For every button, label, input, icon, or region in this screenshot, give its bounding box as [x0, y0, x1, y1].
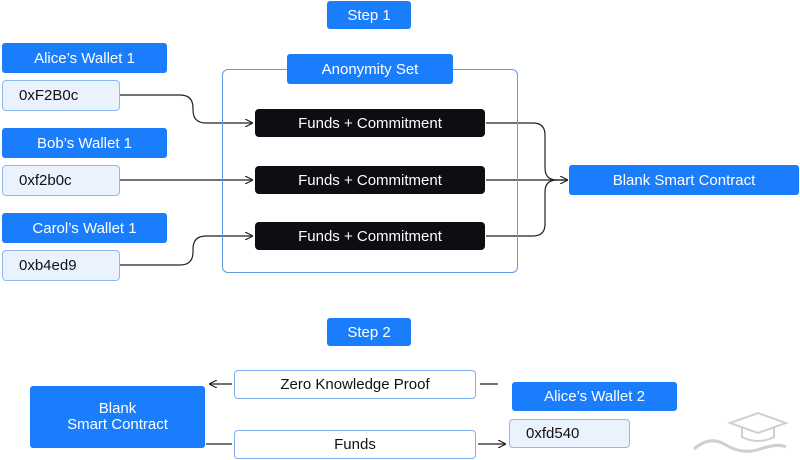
watermark-logo — [690, 405, 790, 455]
step2-label: Step 2 — [327, 318, 411, 346]
funds-commitment-2: Funds + Commitment — [255, 166, 485, 194]
alice-wallet-1-address: 0xF2B0c — [2, 80, 120, 111]
alice-wallet-2-address: 0xfd540 — [509, 419, 630, 448]
contract-line-1: Blank — [98, 400, 137, 417]
alice-link — [120, 94, 252, 123]
alice-wallet-1-label: Alice’s Wallet 1 — [2, 43, 167, 73]
contract-line-2: Smart Contract — [67, 416, 168, 433]
bob-wallet-1-address: 0xf2b0c — [2, 165, 120, 196]
funds-box: Funds — [234, 430, 476, 459]
funds-commitment-3: Funds + Commitment — [255, 222, 485, 250]
carol-link — [120, 236, 252, 266]
commit1-link — [486, 122, 567, 180]
alice-wallet-2-label: Alice’s Wallet 2 — [512, 382, 677, 411]
carol-wallet-1-label: Carol’s Wallet 1 — [2, 213, 167, 243]
anonymity-set-label: Anonymity Set — [287, 54, 453, 84]
funds-commitment-1: Funds + Commitment — [255, 109, 485, 137]
step1-label: Step 1 — [327, 1, 411, 29]
bob-wallet-1-label: Bob’s Wallet 1 — [2, 128, 167, 158]
zero-knowledge-proof-box: Zero Knowledge Proof — [234, 370, 476, 399]
blank-smart-contract-step1: Blank Smart Contract — [569, 165, 799, 195]
carol-wallet-1-address: 0xb4ed9 — [2, 250, 120, 281]
commit3-link — [486, 179, 558, 237]
blank-smart-contract-step2: Blank Smart Contract — [30, 386, 205, 448]
